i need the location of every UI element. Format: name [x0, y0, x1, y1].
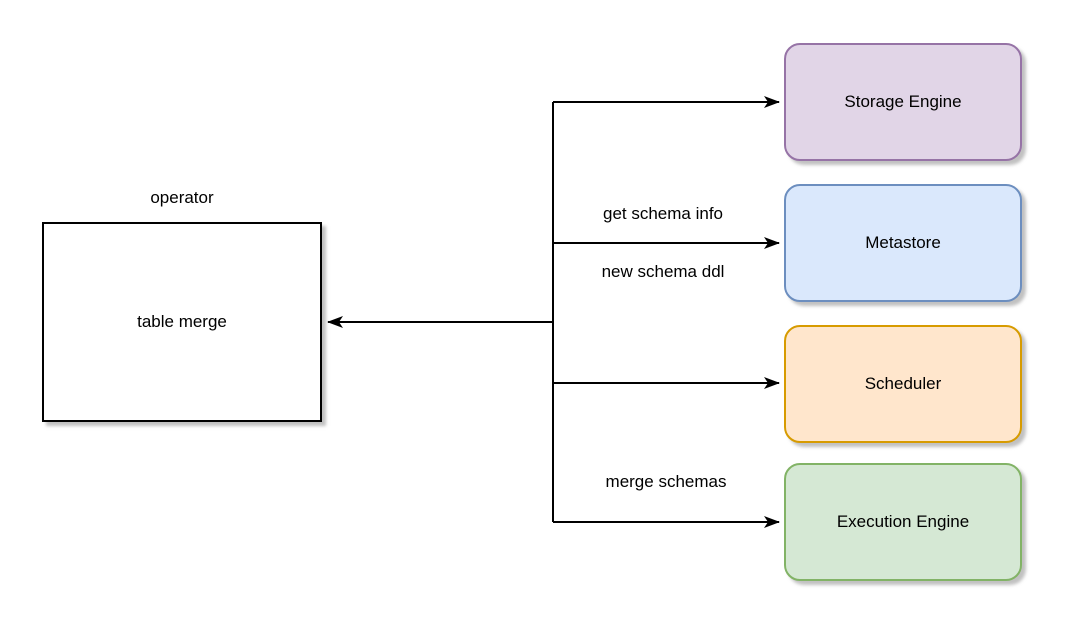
- node-storage-engine: Storage Engine: [784, 43, 1022, 161]
- node-execution-engine: Execution Engine: [784, 463, 1022, 581]
- node-storage-engine-label: Storage Engine: [844, 92, 962, 111]
- node-metastore: Metastore: [784, 184, 1022, 302]
- node-table-merge-label: table merge: [137, 312, 227, 331]
- operator-label: operator: [150, 188, 214, 207]
- edge-label-merge-schemas: merge schemas: [605, 472, 727, 491]
- node-scheduler: Scheduler: [784, 325, 1022, 443]
- node-metastore-label: Metastore: [865, 233, 941, 252]
- node-execution-engine-label: Execution Engine: [836, 512, 970, 531]
- node-scheduler-label: Scheduler: [864, 374, 942, 393]
- node-table-merge: table merge: [42, 222, 322, 422]
- edge-label-get-schema-info: get schema info: [602, 204, 723, 223]
- edge-label-new-schema-ddl: new schema ddl: [601, 262, 725, 281]
